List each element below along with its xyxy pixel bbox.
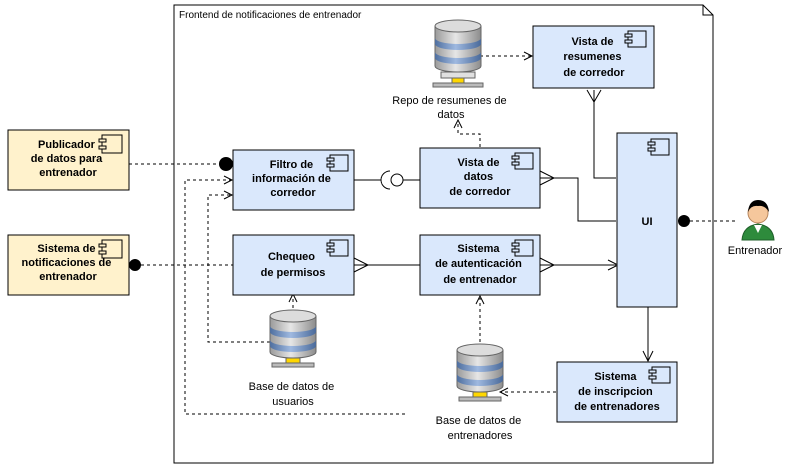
component-sistema-notificaciones[interactable]: Sistema de notificaciones de entrenador <box>7 234 130 296</box>
component-filtro[interactable]: Filtro de información de corredor <box>232 149 355 211</box>
svg-text:Vista de datos de: Vista de datos de corredor <box>449 157 511 198</box>
component-publicador[interactable]: Publicador de datos para entrenador <box>7 129 130 191</box>
label-line: Sistema <box>594 371 637 383</box>
svg-text:UI: UI <box>642 216 653 228</box>
component-autenticacion[interactable]: Sistema de autenticación de entrenador <box>419 234 541 296</box>
label-line: información de <box>252 173 331 185</box>
svg-text:Base de datos de usuario: Base de datos de usuarios <box>249 381 338 408</box>
label-line: Vista de <box>457 157 499 169</box>
component-icon <box>624 30 647 48</box>
svg-text:Sistema de inscripcion: Sistema de inscripcion de entrenadores <box>574 371 660 413</box>
provided-interface-ui <box>678 215 690 227</box>
database-repo-resumenes[interactable]: Repo de resumenes de datos <box>392 19 509 121</box>
label-line: Sistema <box>457 243 500 255</box>
label-line: entrenador <box>39 167 97 179</box>
actor-entrenador[interactable]: Entrenador <box>728 200 783 257</box>
component-vista-datos[interactable]: Vista de datos de corredor <box>419 147 541 209</box>
label-line: Sistema de <box>37 243 95 255</box>
frame-title: Frontend de notificaciones de entrenador <box>179 10 362 21</box>
label-line: corredor <box>270 187 316 199</box>
component-inscripcion[interactable]: Sistema de inscripcion de entrenadores <box>556 361 678 423</box>
label-line: notificaciones de <box>22 257 112 269</box>
label-line: de datos para <box>31 153 103 165</box>
label-line: Base de datos de <box>436 415 522 427</box>
database-usuarios[interactable]: Base de datos de usuarios <box>249 309 338 408</box>
label-line: de entrenador <box>443 274 517 286</box>
edges <box>129 51 738 415</box>
component-icon <box>511 239 534 257</box>
label-line: de entrenadores <box>574 401 660 413</box>
label-line: resumenes <box>563 51 621 63</box>
component-icon <box>326 154 349 172</box>
label-line: Chequeo <box>268 251 315 263</box>
label-line: de permisos <box>261 267 326 279</box>
label-line: UI <box>642 216 653 228</box>
svg-text:Chequeo de permisos: Chequeo de permisos <box>261 251 326 279</box>
label-line: de corredor <box>563 67 625 79</box>
actor-label: Entrenador <box>728 245 783 257</box>
label-line: datos <box>438 109 465 121</box>
provided-interface-notif <box>129 259 141 271</box>
component-icon <box>98 134 123 154</box>
label-line: Repo de resumenes de <box>392 95 506 107</box>
label-line: datos <box>464 171 493 183</box>
label-line: de inscripcion <box>578 386 653 398</box>
component-chequeo[interactable]: Chequeo de permisos <box>232 234 355 296</box>
edge-usuarios-filtro <box>207 194 270 343</box>
label-line: usuarios <box>272 396 314 408</box>
svg-text:Sistema de autenticación: Sistema de autenticación de entrenador <box>435 243 525 286</box>
label-line: Publicador <box>38 139 96 151</box>
provided-interface-filtro <box>219 157 233 171</box>
label-line: entrenadores <box>448 430 513 442</box>
database-icon <box>432 19 484 88</box>
label-line: Base de datos de <box>249 381 335 393</box>
label-line: de autenticación <box>435 258 522 270</box>
component-icon <box>511 152 534 170</box>
svg-text:Vista de resumenes: Vista de resumenes de corredor <box>563 36 625 79</box>
component-icon <box>648 366 671 384</box>
label-line: Filtro de <box>270 159 313 171</box>
label-line: entrenador <box>39 271 97 283</box>
person-icon <box>741 200 775 241</box>
edge-entrenadores-filtro <box>184 179 405 415</box>
svg-text:Sistema de notificacione: Sistema de notificaciones de entrenador <box>22 243 115 283</box>
required-interface-socket <box>380 170 391 190</box>
component-icon <box>326 239 349 257</box>
svg-text:Publicador de datos para: Publicador de datos para entrenador <box>31 139 106 179</box>
svg-text:Filtro de información de: Filtro de información de corredor <box>252 159 334 199</box>
svg-text:Repo de resumenes de dat: Repo de resumenes de datos <box>392 95 509 121</box>
svg-text:Base de datos de entrena: Base de datos de entrenadores <box>436 415 525 442</box>
edge-resumenes-ui <box>593 90 616 179</box>
database-icon <box>269 309 317 368</box>
component-icon <box>98 239 123 259</box>
component-ui[interactable]: UI <box>616 132 678 308</box>
label-line: de corredor <box>449 186 511 198</box>
edge-vista-ui <box>540 177 616 222</box>
component-icon <box>647 138 670 156</box>
component-vista-resumenes[interactable]: Vista de resumenes de corredor <box>532 25 655 89</box>
database-icon <box>456 343 504 402</box>
label-line: Vista de <box>571 36 613 48</box>
database-entrenadores[interactable]: Base de datos de entrenadores <box>436 343 525 442</box>
edge-vista-repo <box>457 120 481 147</box>
provided-interface-ball <box>390 173 404 187</box>
